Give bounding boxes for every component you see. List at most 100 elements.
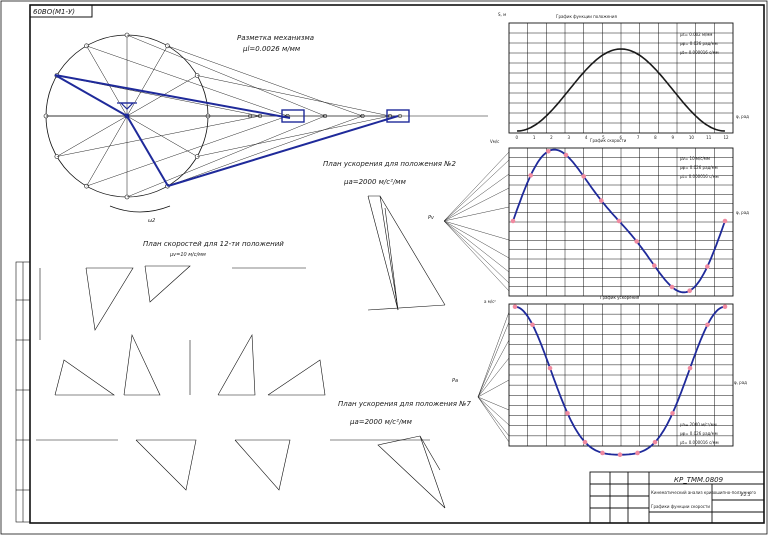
projection-ray bbox=[443, 151, 510, 222]
x-tick-label: 5 bbox=[602, 135, 605, 140]
connecting-rod bbox=[56, 115, 261, 157]
legend-entry: μφ= 0.026 рад/мм bbox=[680, 165, 718, 170]
projection-ray bbox=[477, 321, 510, 398]
curve-point bbox=[652, 263, 657, 268]
connecting-rod bbox=[126, 115, 326, 198]
crank-spoke bbox=[56, 115, 128, 157]
velocity-plans-scale: μv=10 м/с/мм bbox=[169, 252, 206, 258]
legend-entry: μφ= 0.026 рад/мм bbox=[680, 41, 718, 46]
corner-stamp-text: 60ВО(М1-У) bbox=[33, 8, 75, 16]
displacement-curve bbox=[516, 48, 726, 132]
velocity-plans-title: План скоростей для 12-ти положений bbox=[143, 240, 284, 248]
connecting-rod bbox=[86, 45, 288, 117]
crank-position-7 bbox=[126, 115, 169, 187]
x-tick-label: 0 bbox=[516, 135, 519, 140]
omega-arrow bbox=[109, 205, 171, 213]
graph-velocity-yaxis: Vм/с bbox=[490, 139, 499, 144]
x-tick-label: 10 bbox=[689, 135, 695, 140]
projection-ray bbox=[443, 159, 510, 222]
title-block-subtitle: Графики функции скорости bbox=[651, 504, 710, 509]
rod-position-2 bbox=[54, 74, 291, 119]
legend-entry: μv= 10 м/с/мм bbox=[680, 156, 710, 161]
projection-ray bbox=[443, 220, 510, 259]
graph-displacement-yaxis: S, м bbox=[498, 12, 506, 17]
mechanism-title: Разметка механизма bbox=[237, 34, 314, 42]
curve-point bbox=[599, 198, 604, 203]
graph-acceleration-xaxis: φ, рад bbox=[734, 380, 747, 385]
curve-point bbox=[512, 304, 518, 310]
x-tick-label: 12 bbox=[724, 135, 730, 140]
projection-ray bbox=[443, 187, 510, 222]
curve-point bbox=[600, 450, 605, 456]
curve-point bbox=[705, 264, 710, 269]
curve-point bbox=[565, 410, 570, 416]
mechanism-scale: μl=0.0026 м/мм bbox=[242, 45, 301, 53]
rod-position-7 bbox=[167, 115, 399, 187]
projection-ray bbox=[477, 396, 510, 411]
accel-plan-2-title: План ускорения для положения №2 bbox=[323, 160, 456, 168]
curve-point bbox=[582, 439, 588, 445]
projection-ray bbox=[477, 379, 510, 398]
curve-point bbox=[547, 365, 553, 371]
crank-spoke bbox=[86, 45, 128, 117]
graph-velocity: График скорости Vм/с φ, рад Pv μv= 10 м/… bbox=[428, 138, 749, 297]
projection-ray bbox=[477, 339, 510, 398]
curve-point bbox=[687, 365, 693, 371]
curve-point bbox=[635, 450, 640, 456]
graph-velocity-xaxis: φ, рад bbox=[736, 210, 749, 215]
projection-ray bbox=[443, 173, 510, 222]
x-tick-label: 1 bbox=[533, 135, 536, 140]
connecting-rod bbox=[167, 115, 363, 187]
title-block-code: КР_ТММ.0809 bbox=[674, 476, 724, 484]
curve-point bbox=[687, 288, 692, 294]
crank-position-2 bbox=[54, 74, 128, 117]
velocity-plans: План скоростей для 12-ти положений μv=10… bbox=[36, 240, 326, 491]
crank-spoke bbox=[86, 115, 128, 187]
graph-displacement-xaxis: φ, рад bbox=[736, 114, 749, 119]
curve-point bbox=[705, 322, 710, 328]
title-block-name: Кинематический анализ кривошипно-ползунн… bbox=[651, 490, 757, 495]
projection-ray bbox=[443, 220, 510, 273]
curve-point bbox=[670, 410, 675, 416]
x-tick-label: 8 bbox=[654, 135, 657, 140]
curve-point bbox=[616, 218, 622, 224]
connecting-rod bbox=[197, 75, 390, 117]
graph-acceleration-title: График ускорения bbox=[600, 295, 640, 300]
connecting-rod bbox=[167, 45, 363, 117]
graph-displacement-title: График функции положения bbox=[556, 14, 617, 19]
title-block: КР_ТММ.0809 Кинематический анализ кривош… bbox=[589, 471, 765, 524]
title-block-sheet: 1:2.5 bbox=[740, 492, 751, 497]
x-tick-label: 9 bbox=[672, 135, 675, 140]
curve-point bbox=[722, 218, 728, 224]
curve-point bbox=[722, 304, 728, 310]
legend-entry: μt= 0.000016 с/мм bbox=[680, 174, 719, 179]
crank-spoke bbox=[126, 45, 168, 117]
legend-entry: μφ= 0.026 рад/мм bbox=[680, 431, 718, 436]
connecting-rod bbox=[197, 115, 390, 157]
projection-ray bbox=[443, 206, 510, 222]
projection-ray bbox=[477, 311, 510, 398]
corner-stamp: 60ВО(М1-У) bbox=[29, 4, 93, 18]
velocity-pole-label: Pv bbox=[428, 215, 435, 221]
slider-block-2 bbox=[281, 109, 305, 123]
x-tick-label: 3 bbox=[568, 135, 571, 140]
projection-ray bbox=[477, 396, 510, 443]
curve-point bbox=[617, 452, 623, 458]
projection-ray bbox=[443, 220, 510, 284]
accel-plan-7: План ускорения для положения №7 μa=2000 … bbox=[330, 400, 471, 509]
x-tick-label: 4 bbox=[585, 135, 588, 140]
accel-plan-7-title: План ускорения для положения №7 bbox=[338, 400, 471, 408]
curve-point bbox=[669, 284, 675, 290]
graph-velocity-title: График скорости bbox=[590, 138, 627, 143]
left-margin-strip bbox=[15, 261, 31, 523]
curve-point bbox=[510, 218, 516, 224]
projection-ray bbox=[477, 396, 510, 426]
projection-ray bbox=[477, 396, 510, 437]
acceleration-pole-label: Pa bbox=[452, 378, 458, 384]
projection-ray bbox=[443, 220, 510, 292]
x-tick-label: 11 bbox=[706, 135, 712, 140]
